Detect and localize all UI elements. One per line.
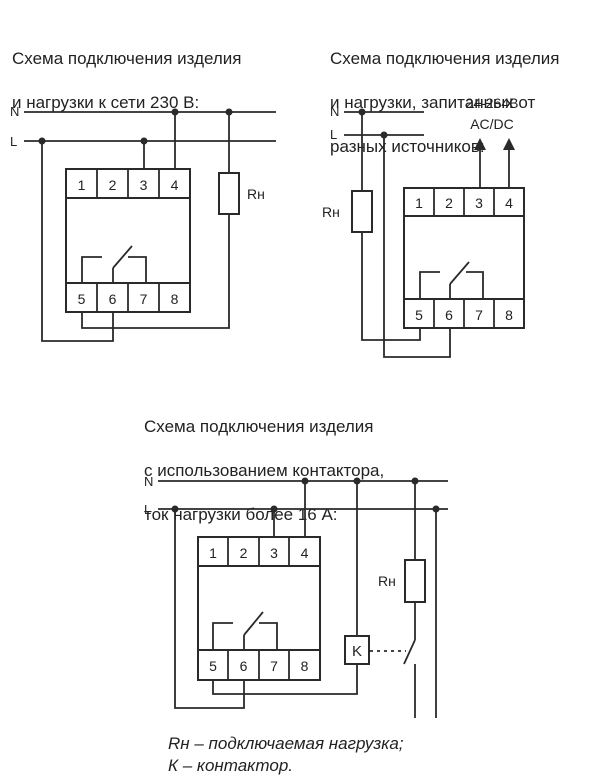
diagram2-wire-l-t6 xyxy=(383,135,451,358)
legend: Rн – подключаемая нагрузка; К – контакто… xyxy=(168,733,404,777)
diagram2-title: Схема подключения изделия и нагрузки, за… xyxy=(330,26,560,180)
diagram2-terminal-4: 4 xyxy=(505,195,513,211)
diagram3-terminals-bottom: 5 6 7 8 xyxy=(197,649,321,681)
diagram1-load-resistor xyxy=(218,172,240,215)
diagram1-title-line: Схема подключения изделия xyxy=(12,49,242,68)
diagram2-terminal-8: 8 xyxy=(505,307,513,323)
diagram1-label-n: N xyxy=(10,104,19,119)
diagram1-wire-l-t6 xyxy=(41,141,114,342)
diagram2-terminal-7: 7 xyxy=(475,307,483,323)
diagram1-junction xyxy=(171,108,179,116)
diagram1-terminal-7: 7 xyxy=(140,291,148,307)
diagram2-supply-label: 24-264В xyxy=(466,95,519,111)
diagram2-terminals-top: 1 2 3 4 xyxy=(403,187,525,217)
legend-line: Rн – подключаемая нагрузка; xyxy=(168,734,404,753)
diagram3-title-line: с использованием контактора, xyxy=(144,461,385,480)
diagram1-junction xyxy=(38,137,46,145)
diagram3-junction xyxy=(411,477,419,485)
diagram2-terminals-bottom: 5 6 7 8 xyxy=(403,298,525,329)
diagram2-label-n: N xyxy=(330,104,339,119)
diagram3-terminal-7: 7 xyxy=(270,658,278,674)
diagram2: N L 24-264В AC/DC 1 2 3 4 5 6 7 8 xyxy=(322,95,525,358)
diagram1-junction xyxy=(140,137,148,145)
diagram3-label-n: N xyxy=(144,474,153,489)
diagram1: N L 1 2 3 4 5 6 7 8 xyxy=(10,104,276,342)
diagram1-terminals-bottom: 5 6 7 8 xyxy=(65,282,191,313)
diagram2-contact-arm xyxy=(449,261,470,285)
diagram2-terminal-1: 1 xyxy=(415,195,423,211)
diagram3-title-line: Схема подключения изделия xyxy=(144,417,374,436)
diagram1-terminal-1: 1 xyxy=(78,177,86,193)
diagram2-arrow-up-icon xyxy=(503,138,515,150)
diagram1-terminal-5: 5 xyxy=(78,291,86,307)
legend-line: К – контактор. xyxy=(168,756,294,775)
diagram1-terminal-3: 3 xyxy=(140,177,148,193)
diagram2-title-line: Схема подключения изделия xyxy=(330,49,560,68)
diagram3-terminal-1: 1 xyxy=(209,545,217,561)
diagram3-junction xyxy=(171,505,179,513)
diagram3-junction xyxy=(301,477,309,485)
diagram2-terminal-6: 6 xyxy=(445,307,453,323)
diagram2-arrow-up-icon xyxy=(474,138,486,150)
diagram3: N L 1 2 3 4 5 6 7 8 xyxy=(144,474,448,718)
diagram2-label-l: L xyxy=(330,127,337,142)
diagram1-contact-no xyxy=(128,256,147,283)
diagram3-contactor-coil xyxy=(344,635,370,665)
diagram2-terminal-3: 3 xyxy=(475,195,483,211)
diagram3-junction xyxy=(270,505,278,513)
diagram2-terminal-5: 5 xyxy=(415,307,423,323)
diagram3-contact-nc xyxy=(212,622,233,650)
diagram1-terminals-top: 1 2 3 4 xyxy=(65,168,191,199)
diagram2-contact-no xyxy=(466,271,484,299)
diagram1-terminal-2: 2 xyxy=(109,177,117,193)
diagram1-title-line: и нагрузки к сети 230 В: xyxy=(12,93,200,112)
diagram3-junction xyxy=(353,477,361,485)
diagram2-terminal-2: 2 xyxy=(445,195,453,211)
diagram3-terminal-2: 2 xyxy=(240,545,248,561)
diagram1-junction xyxy=(225,108,233,116)
diagram2-load-label: Rн xyxy=(322,204,340,220)
diagram1-label-l: L xyxy=(10,134,17,149)
diagram3-junction xyxy=(432,505,440,513)
diagram1-terminal-6: 6 xyxy=(109,291,117,307)
diagram2-junction xyxy=(380,131,388,139)
diagram3-terminal-3: 3 xyxy=(270,545,278,561)
diagram1-terminal-4: 4 xyxy=(171,177,179,193)
diagram3-terminal-6: 6 xyxy=(240,658,248,674)
diagram3-terminals-top: 1 2 3 4 xyxy=(197,536,321,567)
diagram3-terminal-5: 5 xyxy=(209,658,217,674)
diagram3-contactor-label: K xyxy=(352,643,362,660)
diagram3-terminal-4: 4 xyxy=(301,545,309,561)
diagram2-supply-label: AC/DC xyxy=(470,116,514,132)
diagram3-contact-no xyxy=(259,622,278,650)
diagram3-load-resistor xyxy=(404,559,426,603)
diagram2-title-line: и нагрузки, запитанных от xyxy=(330,93,536,112)
diagram1-contact-arm xyxy=(112,245,133,269)
diagram2-contact-nc xyxy=(419,271,440,299)
diagram1-wire-t5-load xyxy=(81,214,230,329)
diagram3-contactor-switch xyxy=(403,639,416,665)
diagram3-contact-arm xyxy=(243,611,264,636)
diagram1-contact-nc xyxy=(81,256,102,283)
diagram3-terminal-8: 8 xyxy=(301,658,309,674)
diagram2-load-resistor xyxy=(351,190,373,233)
diagram1-load-label: Rн xyxy=(247,186,265,202)
diagram2-junction xyxy=(358,108,366,116)
diagram1-terminal-8: 8 xyxy=(171,291,179,307)
diagram3-label-l: L xyxy=(144,502,151,517)
diagram2-title-line: разных источников: xyxy=(330,137,485,156)
diagram2-wire-load-t5 xyxy=(361,232,421,341)
diagram3-load-label: Rн xyxy=(378,573,396,589)
diagram1-title: Схема подключения изделия и нагрузки к с… xyxy=(12,26,242,136)
diagram3-wire-t5-coil xyxy=(212,664,358,695)
